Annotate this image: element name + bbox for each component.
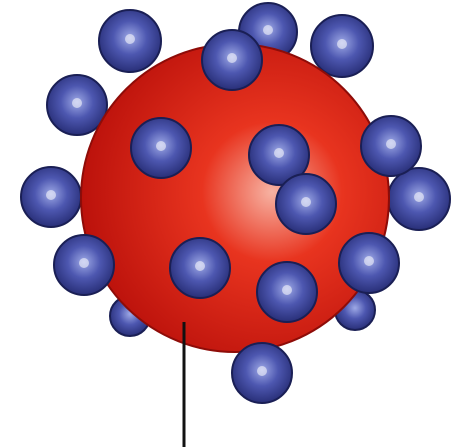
nucleus-illustration [0, 0, 460, 447]
diagram-canvas [0, 0, 460, 447]
